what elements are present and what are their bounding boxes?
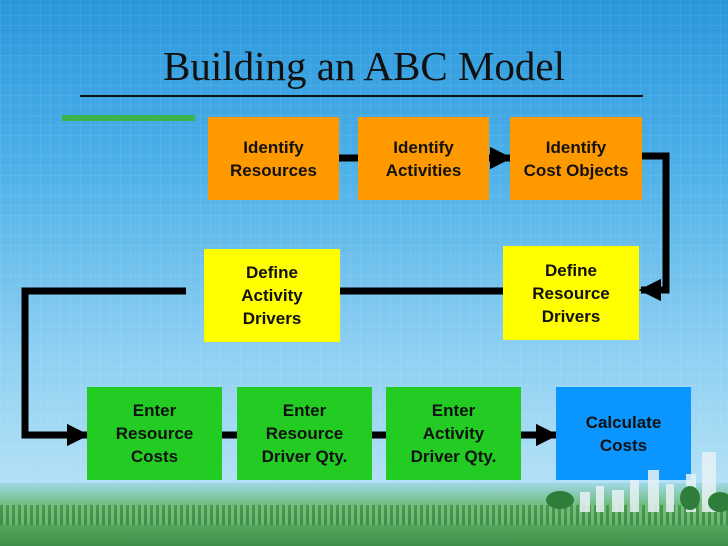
- step-label: Identify Resources: [230, 137, 317, 180]
- step-label: Enter Resource Driver Qty.: [261, 401, 348, 466]
- step-define-activity-drivers: Define Activity Drivers: [204, 249, 340, 342]
- step-calculate-costs: Calculate Costs: [556, 387, 691, 480]
- step-enter-resource-driver-qty: Enter Resource Driver Qty.: [237, 387, 372, 480]
- connector-activity-drivers-to-resource-costs: [21, 287, 186, 447]
- step-identify-activities: Identify Activities: [358, 117, 489, 200]
- step-identify-cost-objects: Identify Cost Objects: [510, 117, 642, 200]
- step-label: Calculate Costs: [585, 412, 662, 455]
- title-underline: [80, 95, 643, 97]
- step-identify-resources: Identify Resources: [208, 117, 339, 200]
- connector-cost-objects-to-resource-drivers: [638, 152, 670, 302]
- step-enter-activity-driver-qty: Enter Activity Driver Qty.: [386, 387, 521, 480]
- step-label: Enter Resource Costs: [115, 401, 194, 466]
- green-accent-bar: [62, 115, 195, 121]
- step-enter-resource-costs: Enter Resource Costs: [87, 387, 222, 480]
- step-label: Identify Cost Objects: [523, 137, 629, 180]
- slide-title: Building an ABC Model: [162, 43, 566, 89]
- step-label: Enter Activity Driver Qty.: [410, 401, 497, 466]
- step-label: Define Resource Drivers: [532, 260, 610, 326]
- decorative-grass-strip: [0, 483, 728, 546]
- step-define-resource-drivers: Define Resource Drivers: [503, 246, 639, 340]
- step-label: Define Activity Drivers: [241, 263, 303, 328]
- step-label: Identify Activities: [385, 137, 462, 180]
